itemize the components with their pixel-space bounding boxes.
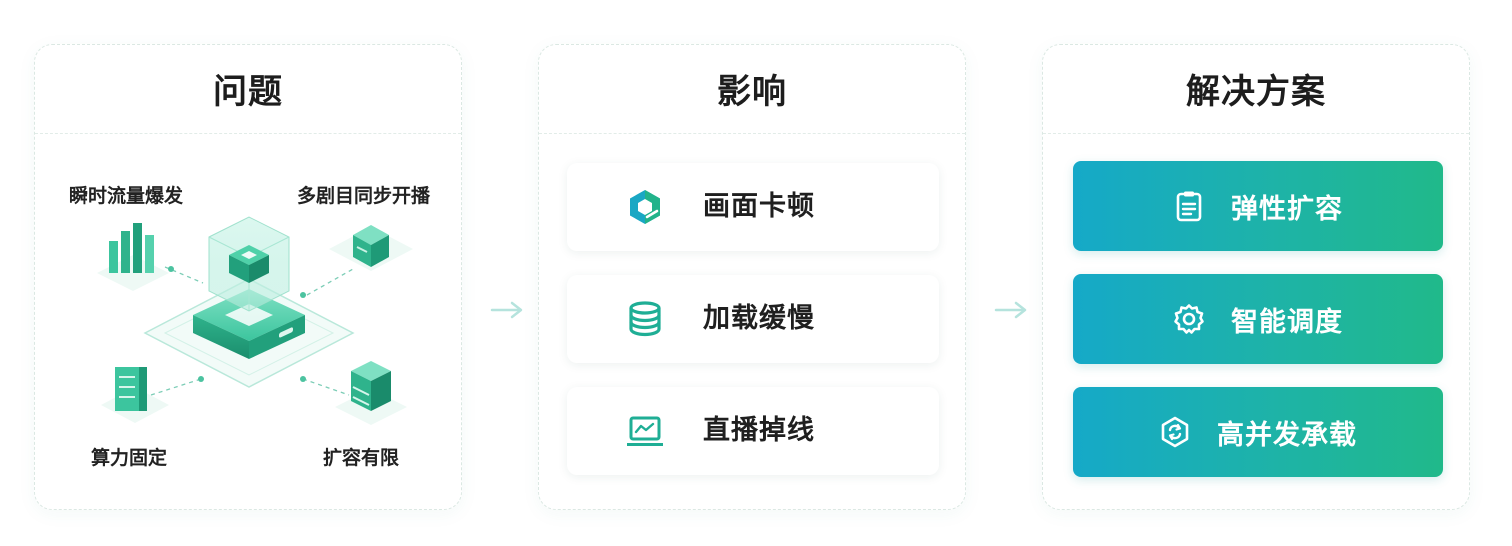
solution-panel-title: 解决方案 <box>1043 45 1469 134</box>
label-multi-show-launch: 多剧目同步开播 <box>297 185 431 207</box>
label-fixed-compute: 算力固定 <box>91 447 168 469</box>
solution-label-smart-scheduling: 智能调度 <box>1231 306 1343 338</box>
laptop-signal-icon <box>627 416 663 446</box>
hexagon-sync-icon <box>1161 416 1189 448</box>
solution-card-high-concurrency: 高并发承载 <box>1073 387 1443 477</box>
solution-label-elastic-scaling: 弹性扩容 <box>1231 193 1343 225</box>
arrow-right-icon <box>994 301 1027 319</box>
label-traffic-burst: 瞬时流量爆发 <box>69 185 184 207</box>
database-stack-icon <box>629 301 661 337</box>
server-cluster-illustration <box>97 216 413 425</box>
clipboard-list-icon <box>1176 191 1202 222</box>
impact-card-lag: 画面卡顿 <box>567 163 939 251</box>
impact-label-slow-load: 加载缓慢 <box>703 303 815 334</box>
impact-panel-title: 影响 <box>539 45 965 134</box>
impact-label-lag: 画面卡顿 <box>703 191 815 222</box>
hexagon-freeze-icon <box>630 190 660 224</box>
impact-panel: 影响 画面卡顿 加载缓慢 直播掉线 <box>538 44 966 510</box>
label-limited-scaling: 扩容有限 <box>323 447 400 469</box>
impact-label-disconnect: 直播掉线 <box>703 415 815 446</box>
impact-card-slow-load: 加载缓慢 <box>567 275 939 363</box>
solution-panel: 解决方案 弹性扩容 智能调度 <box>1042 44 1470 510</box>
solution-card-elastic-scaling: 弹性扩容 <box>1073 161 1443 251</box>
arrow-right-icon <box>490 301 523 319</box>
problem-panel: 问题 <box>34 44 462 510</box>
solution-label-high-concurrency: 高并发承载 <box>1217 419 1357 451</box>
solution-card-smart-scheduling: 智能调度 <box>1073 274 1443 364</box>
gear-icon <box>1174 304 1204 334</box>
problem-panel-title: 问题 <box>35 45 461 134</box>
impact-card-disconnect: 直播掉线 <box>567 387 939 475</box>
